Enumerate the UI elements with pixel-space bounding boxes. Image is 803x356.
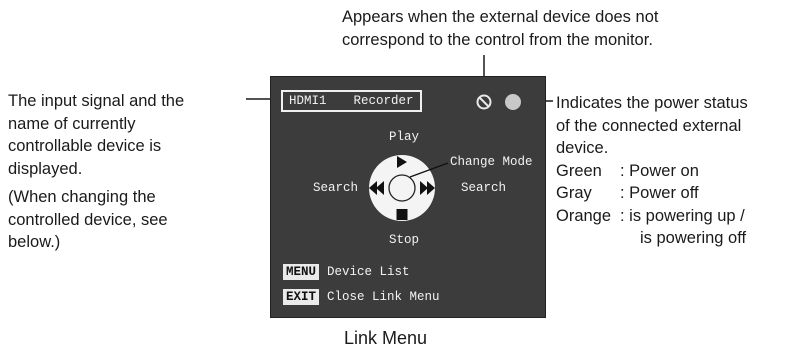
figure-caption: Link Menu <box>344 328 428 348</box>
search-right-label: Search <box>461 181 507 195</box>
left-callout-line-1: The input signal and the <box>8 92 185 110</box>
legend-orange: Orange : is powering up / <box>556 205 748 228</box>
left-callout: The input signal and the name of current… <box>8 90 184 254</box>
search-left-label: Search <box>313 181 359 195</box>
left-callout-line-2: name of currently <box>8 114 136 133</box>
play-label: Play <box>389 130 420 144</box>
menu-label: Device List <box>327 265 410 279</box>
top-callout-line-2: correspond to the control from the monit… <box>342 30 653 49</box>
change-mode-label: Change Mode <box>450 155 533 169</box>
exit-row: EXIT Close Link Menu <box>283 289 440 305</box>
legend-key: Gray <box>556 184 592 202</box>
menu-row: MENU Device List <box>283 264 410 280</box>
stop-label: Stop <box>389 233 420 247</box>
legend-green: Green : Power on <box>556 160 748 183</box>
legend-orange-continued: is powering off <box>640 229 747 247</box>
top-callout: Appears when the external device does no… <box>342 6 658 51</box>
menu-key[interactable]: MENU <box>283 264 320 280</box>
no-control-icon <box>476 94 492 110</box>
top-callout-line-1: Appears when the external device does no… <box>342 8 659 26</box>
left-note-line-1: (When changing the <box>8 188 156 206</box>
legend-key: Green <box>556 161 602 180</box>
center-button <box>388 174 416 202</box>
exit-label: Close Link Menu <box>327 290 440 304</box>
device-name: Recorder <box>353 94 414 108</box>
left-note-line-2: controlled device, see <box>8 210 168 229</box>
status-icons <box>476 94 521 110</box>
fast-forward-icon <box>420 181 435 195</box>
right-callout-line-3: device. <box>556 139 609 157</box>
stop-icon <box>396 209 408 220</box>
input-signal: HDMI1 <box>289 94 327 108</box>
legend-value: : is powering up / <box>620 206 745 225</box>
left-callout-line-4: displayed. <box>8 159 83 178</box>
change-mode-leader <box>409 162 449 178</box>
right-callout: Indicates the power status of the connec… <box>556 92 748 250</box>
legend-key: Orange <box>556 206 612 225</box>
rewind-icon <box>369 181 384 195</box>
legend-value: : Power off <box>620 184 699 202</box>
exit-key[interactable]: EXIT <box>283 289 320 305</box>
control-pad <box>369 155 449 221</box>
right-callout-line-2: of the connected external <box>556 116 742 135</box>
play-icon <box>397 156 407 168</box>
legend-value: : Power on <box>620 161 699 180</box>
legend-gray: Gray : Power off <box>556 182 748 205</box>
power-status-indicator <box>505 94 521 110</box>
right-callout-line-1: Indicates the power status <box>556 94 748 112</box>
left-callout-line-3: controllable device is <box>8 137 162 155</box>
left-note-line-3: below.) <box>8 233 61 251</box>
device-title-box: HDMI1 Recorder <box>281 90 422 112</box>
